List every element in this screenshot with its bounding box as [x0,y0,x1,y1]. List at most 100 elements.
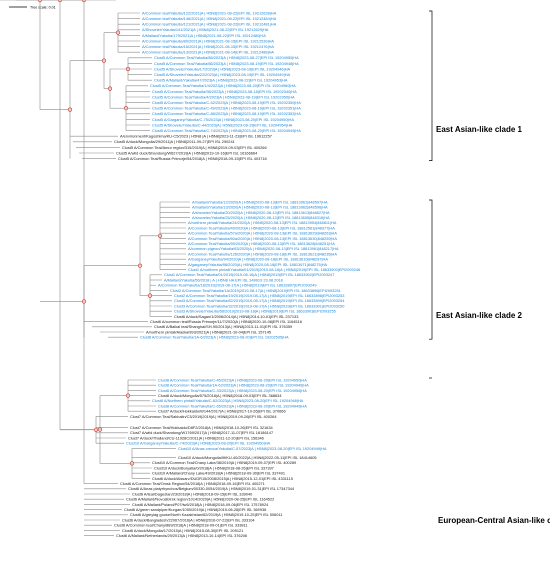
taxon-label: A/Common Teal/Yakutia/59/2020|A | H5N8|2… [188,241,335,246]
taxon-label: Clust2 A/Common Teal/Yakutia/19/2019|201… [174,293,344,298]
taxon-label: A/Common teal/Yakutia/16/2021|A | H5N8|2… [142,44,274,49]
taxon-label: Clust6 A/duck/Aissarv/DUDR15/2008/2015|A… [152,476,293,481]
taxon-label: A/mallard/Yakutia/12/2020|A | H5N8|2020-… [192,199,328,204]
scale-bar-label: Tree scale: 0.01 [30,6,56,10]
taxon-label: A/Common teal/Yakutia/146/2021|A | H5N8|… [142,16,277,21]
taxon-label: Clust8 A/Northern pintail/Yakutia/C-82/2… [152,398,304,403]
bootstrap-node [115,30,121,35]
taxon-label: Clust3 A/Common Teal/Yakutia/82/2019|201… [174,298,345,303]
taxon-label: Clust6 A/Mallard/Novosibirsk region/1014… [126,497,274,502]
taxon-label: Clust5 A/Common Teal/Yakutia/98/2023|A |… [152,89,297,94]
taxon-label: Clust5 A/Common Teal/Yakutia/4/2023|A | … [152,94,295,99]
taxon-label: Clust5 A/Shoveler/Yakutia/C-44/2023|A | … [152,122,293,127]
bootstrap-node [81,0,87,3]
tree-nodes [37,0,163,466]
taxon-label: Clust7 A/duck/Thailand/CU-11928C/2011|A … [128,435,264,440]
bootstrap-node [101,58,107,63]
taxon-label: A/shoveler/Yakutia/25/2020|A | H5N8|2020… [192,215,330,220]
taxon-label: Clust5 A/Common Teal/Yakutia/C-86/2023|A… [152,111,301,116]
taxon-label: Clust5 A/wild duck/Shandong/W627/2019|A … [116,150,258,155]
bootstrap-node [125,66,131,72]
taxon-label: A/Common Teal/Yakutia/126/2020|A | H5N8|… [188,251,337,256]
taxon-label: Clust6 A/Common teal/Chany/889/2018|A | … [114,523,248,528]
tree-branches [0,0,190,536]
taxon-label: Clust5 A/Common Teal/Yakutia/C-74/2023|A… [152,128,301,133]
taxon-label: Clust5 A/Common Teal/Russia Primorje/54/… [118,156,267,161]
taxon-label: Clust7 A/wild duck/Shandong/W1769/2017|A… [130,430,273,435]
taxon-label: Clust10 A/duck/Buryatia/0/2018|A | H5N8|… [154,465,274,470]
clade-bracket [429,10,433,161]
taxon-label: Clust6 A/Mallard/Netherlands/29/2013|A |… [116,533,247,538]
taxon-label: Clust6 A/duck/Sagan/1/2006/2014|A | H5N8… [174,314,298,319]
taxon-label: Clust8 A/Common Teal/Yakutia/1A-62/2023|… [158,383,309,388]
clade-label-east-asian-2: East Asian-like clade 2 [436,311,522,320]
taxon-label: A/Common Teal/Yakutia/49/2020|A | H5N8|2… [188,225,335,230]
taxon-label: Clust5 A/duck/Mongolia/29/2011|A | H5N8|… [114,139,235,144]
taxon-label: Clust10 A/Common Teal/Chany Lake/38/2019… [152,460,296,465]
taxon-label: A/garganey/Yakutia/98/2020|A | H5N8|2020… [188,262,327,267]
bootstrap-node [93,427,99,432]
taxon-label: A/northern pintail/Alaska/993/2021|A | H… [146,329,271,334]
taxon-label: A/Mallard/Yakutia/179/2021|A | H5N8|2021… [142,33,266,38]
taxon-label: A/common pigeon/Yakutia/63/2020|A | H5N8… [188,246,339,251]
taxon-label: Clust6 A/Anas platyrhynchos/Belgium/0033… [128,486,295,491]
taxon-label: A/Common teal/Yakutia/121/2021|A | H5N8|… [142,22,277,27]
taxon-label: A/Common teal/Yakutia/80/2021|A | H5N8|2… [142,38,274,43]
taxon-label: A/environment/Kagoshima/KU-C5/2023 | H5N… [120,134,272,139]
taxon-label: Clust3 A/Shoveler/Yakutia/56/2019|2019-0… [174,309,336,314]
clade-label-east-asian-1: East Asian-like clade 1 [436,125,522,134]
taxon-label: Clust1 A/northern pintail/Yakutia/01/201… [188,267,360,272]
taxon-label: Clust3 A/Common Teal/Yakutia/32/2019|201… [174,303,345,308]
taxon-label: Clust8 A/Common Teal/Yakutia/C-45/2023|A… [158,377,307,382]
taxon-label: A/Common teal/Yakutia/122/2021|A | H5N8|… [142,10,277,15]
taxon-label: Clust7 A/Common Teal/Hokkaido/D8F2/2018|… [130,425,274,430]
clade-label-european-central-asian: European-Central Asian-like clade [438,516,550,525]
taxon-label: Clust5 A/Mallard/Yakutia/47/2023|A | H5N… [154,78,288,83]
bootstrap-node [129,461,135,466]
taxon-label: A/shoveler/Yakutia/20/2020|A | H5N8|2020… [192,210,330,215]
taxon-labels: A/Common teal/Yakutia/122/2021|A | H5N8|… [114,10,360,538]
taxon-label: A/Common teal/Yakutia/13/2021|A | H5N8|2… [142,50,274,55]
bootstrap-node [125,393,131,398]
taxon-label: Clust2 A/Common Teal/Yakutia/1A/2019|201… [170,288,341,293]
taxon-label: A/Shoveler/Yakutia/141/2021|A | H5N8|202… [142,27,269,32]
taxon-label: A/Garganey/Yakutia/94/2020|A | H5N8|2020… [188,257,328,262]
bootstrap-node [123,106,129,111]
clade-brackets [429,10,433,379]
taxon-label: Clust5 A/Shoveler/Yakutia/17/2023|A | H5… [154,66,291,71]
taxon-label: Clust5 A/Garganey/Yakutia/C-75/2023|A | … [152,117,294,122]
taxon-label: A/Common Teal/Yakutia/18/2019|2019-08-17… [158,283,316,288]
taxon-label: Clust10 A/duck/Mongolia/9f/KU-40/2022|A … [178,455,317,460]
bootstrap-node [67,107,73,112]
taxon-label: Clust6 A/Mallard/Poland/P07/tw5/2018|A |… [132,502,269,507]
taxon-label: Clust6 A/greylag goose/North Kazakhstan/… [130,512,282,517]
taxon-label: Clust6 A/duck/Mongolia/17/2015|A | H5N8|… [122,528,243,533]
bootstrap-node [57,0,63,3]
taxon-label: Clust6 A/teal/Dagestan/23/2018|A | H5N8|… [132,491,253,496]
taxon-label: A/Common Teal/Yakutia/57a/2020|A | H5N8|… [188,231,337,236]
taxon-label: Clust6 A/Baikal teal/Shanghai/SH-90/2013… [154,324,292,329]
bootstrap-node [81,299,87,304]
scale-bar: Tree scale: 0.01 [9,6,56,10]
taxon-label: Clust10 A/Mallard/Chany Lake/49/2018|A |… [152,471,285,476]
taxon-label: Clust6 A/common teal/Russia Primorje/11/… [150,319,302,324]
taxon-label: Clust5 A/Common Teal/Yakutia/1/4/2023|A … [150,83,296,88]
bootstrap-node [37,0,43,3]
taxon-label: Clust5 A/Common Teal/Yakutia/C-52/2023|A… [152,100,301,105]
clade-bracket [429,199,433,340]
taxon-label: Clust5 A/Shoveler/Yakutia/22/2023|A | H5… [154,72,291,77]
taxon-label: Clust1 A/Common Teal/Yakutia/01/2019|201… [164,272,334,277]
taxon-label: Clust6 A/duck/Bangladesh/22067/2016|A | … [122,517,255,522]
taxon-label: A/mallard/Yakutia/13/2020|A | H5N8|2020-… [192,205,328,210]
taxon-label: Clust5 A/Common Teal/Yakutia/86/2023|A |… [154,61,299,66]
taxon-label: Clust5 A/Common Teal/Yakutia/86/2023|A |… [154,55,299,60]
taxon-label: Clust5 A/Common Teal/Amur region/315/201… [122,145,267,150]
taxon-label: Clust7 A/Common Teal/Sakhalin/C3/2019|20… [130,414,277,419]
bootstrap-node [137,263,143,268]
taxon-label: A/northern pintail/Yakutia/24/2020|A | H… [188,220,337,225]
bootstrap-node [147,293,153,298]
taxon-label: Clust6 A/green sandpiper/Kurgan/1050/201… [124,507,266,512]
taxon-label: A/Common Teal/Yakutia/60a/2020|A | H5N8|… [188,236,337,241]
taxon-label: Clust8 A/Common Teal/Yakutia/1A-6/2023|A… [140,335,289,340]
